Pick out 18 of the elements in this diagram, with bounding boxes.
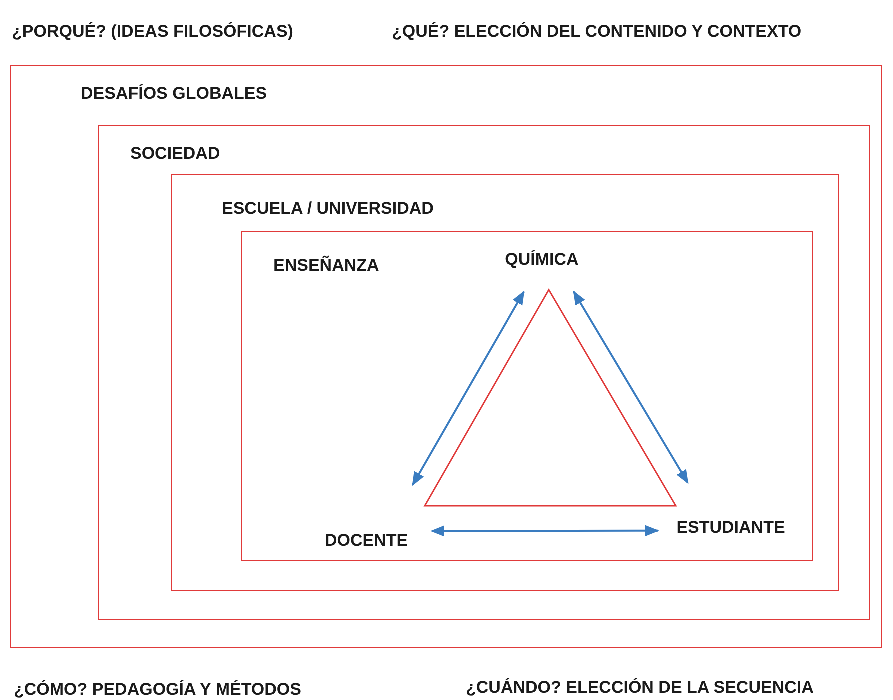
double-arrow xyxy=(430,525,660,537)
guiding-question: ¿CÓMO? PEDAGOGÍA Y MÉTODOS xyxy=(14,680,302,700)
triangle-vertex-label: ESTUDIANTE xyxy=(656,481,806,538)
frame-heading: ENSEÑANZA xyxy=(274,256,380,276)
double-arrow xyxy=(412,290,525,486)
guiding-question: ¿QUÉ? ELECCIÓN DEL CONTENIDO Y CONTEXTO xyxy=(392,22,802,42)
double-arrow xyxy=(573,290,689,484)
frame-heading: DESAFÍOS GLOBALES xyxy=(81,84,268,104)
frame-heading: ESCUELA / UNIVERSIDAD xyxy=(222,199,434,219)
nested-frame xyxy=(240,230,812,560)
frame-heading: SOCIEDAD xyxy=(130,144,220,164)
triangle-vertex-label: DOCENTE xyxy=(303,483,430,551)
nested-frame xyxy=(171,174,839,591)
nested-frame xyxy=(98,124,870,620)
triangle-vertex-label: QUÍMICA xyxy=(492,250,592,290)
nested-frame xyxy=(10,65,882,648)
guiding-question: ¿PORQUÉ? (IDEAS FILOSÓFICAS) xyxy=(12,22,294,42)
guiding-question: ¿CUÁNDO? ELECCIÓN DE LA SECUENCIA xyxy=(466,678,814,698)
